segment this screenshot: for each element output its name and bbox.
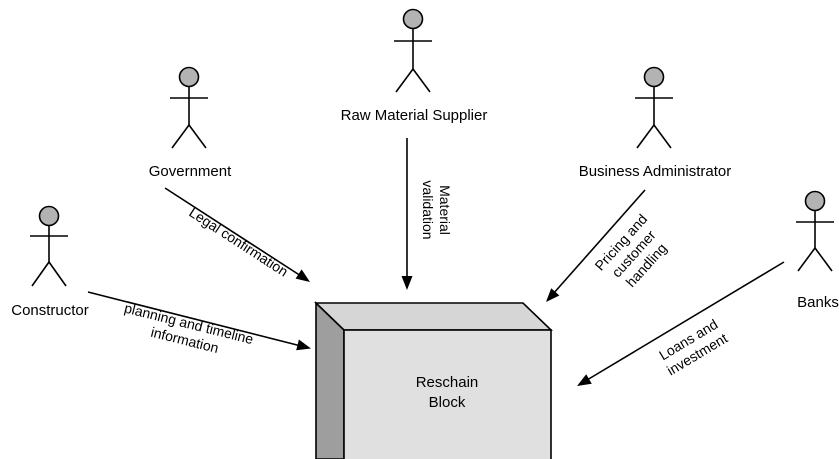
actor-label: Business Administrator bbox=[579, 163, 732, 180]
actor-figure-icon bbox=[635, 66, 673, 149]
arrowhead-icon bbox=[546, 288, 560, 302]
block-title-line2: Block bbox=[429, 394, 466, 411]
actor-figure-icon bbox=[170, 66, 208, 149]
block-top-face bbox=[314, 302, 553, 331]
edge-label-line2: validation bbox=[420, 180, 436, 239]
actor-government: Government bbox=[149, 66, 232, 180]
arrow-legal-confirmation bbox=[164, 187, 310, 282]
arrow-pricing-customer-handling bbox=[546, 189, 646, 302]
actor-constructor: Constructor bbox=[11, 205, 89, 319]
actor-figure-icon bbox=[796, 190, 834, 272]
label-legal-confirmation: Legal confirmation bbox=[186, 204, 291, 280]
edge-label-line1: Material bbox=[437, 185, 453, 235]
block-front-face bbox=[343, 329, 552, 459]
actor-banks: Banks bbox=[796, 190, 839, 311]
actor-label: Banks bbox=[797, 294, 839, 311]
arrowhead-icon bbox=[296, 339, 311, 351]
actor-raw-material-supplier: Raw Material Supplier bbox=[341, 8, 488, 124]
label-loans-investment: Loans and investment bbox=[656, 316, 730, 379]
label-pricing-customer-handling: Pricing and customer handling bbox=[591, 211, 669, 290]
label-planning-timeline: planning and timeline information bbox=[123, 300, 255, 356]
block-title-line1: Reschain bbox=[416, 374, 479, 391]
actor-figure-icon bbox=[394, 8, 432, 93]
actor-label: Constructor bbox=[11, 302, 89, 319]
actor-label: Raw Material Supplier bbox=[341, 107, 488, 124]
arrow-loans-investment bbox=[577, 261, 785, 386]
actor-business-administrator: Business Administrator bbox=[579, 66, 732, 180]
edge-label-line1: Legal confirmation bbox=[186, 204, 291, 280]
label-material-validation: Material validation bbox=[420, 180, 453, 239]
arrow-material-validation bbox=[401, 138, 413, 290]
arrowhead-icon bbox=[401, 276, 413, 290]
arrowhead-icon bbox=[577, 374, 592, 386]
actor-label: Government bbox=[149, 163, 232, 180]
actor-figure-icon bbox=[30, 205, 68, 287]
reschain-block: Reschain Block bbox=[314, 301, 553, 459]
arrow-planning-timeline bbox=[87, 291, 311, 351]
arrowhead-icon bbox=[295, 269, 310, 282]
